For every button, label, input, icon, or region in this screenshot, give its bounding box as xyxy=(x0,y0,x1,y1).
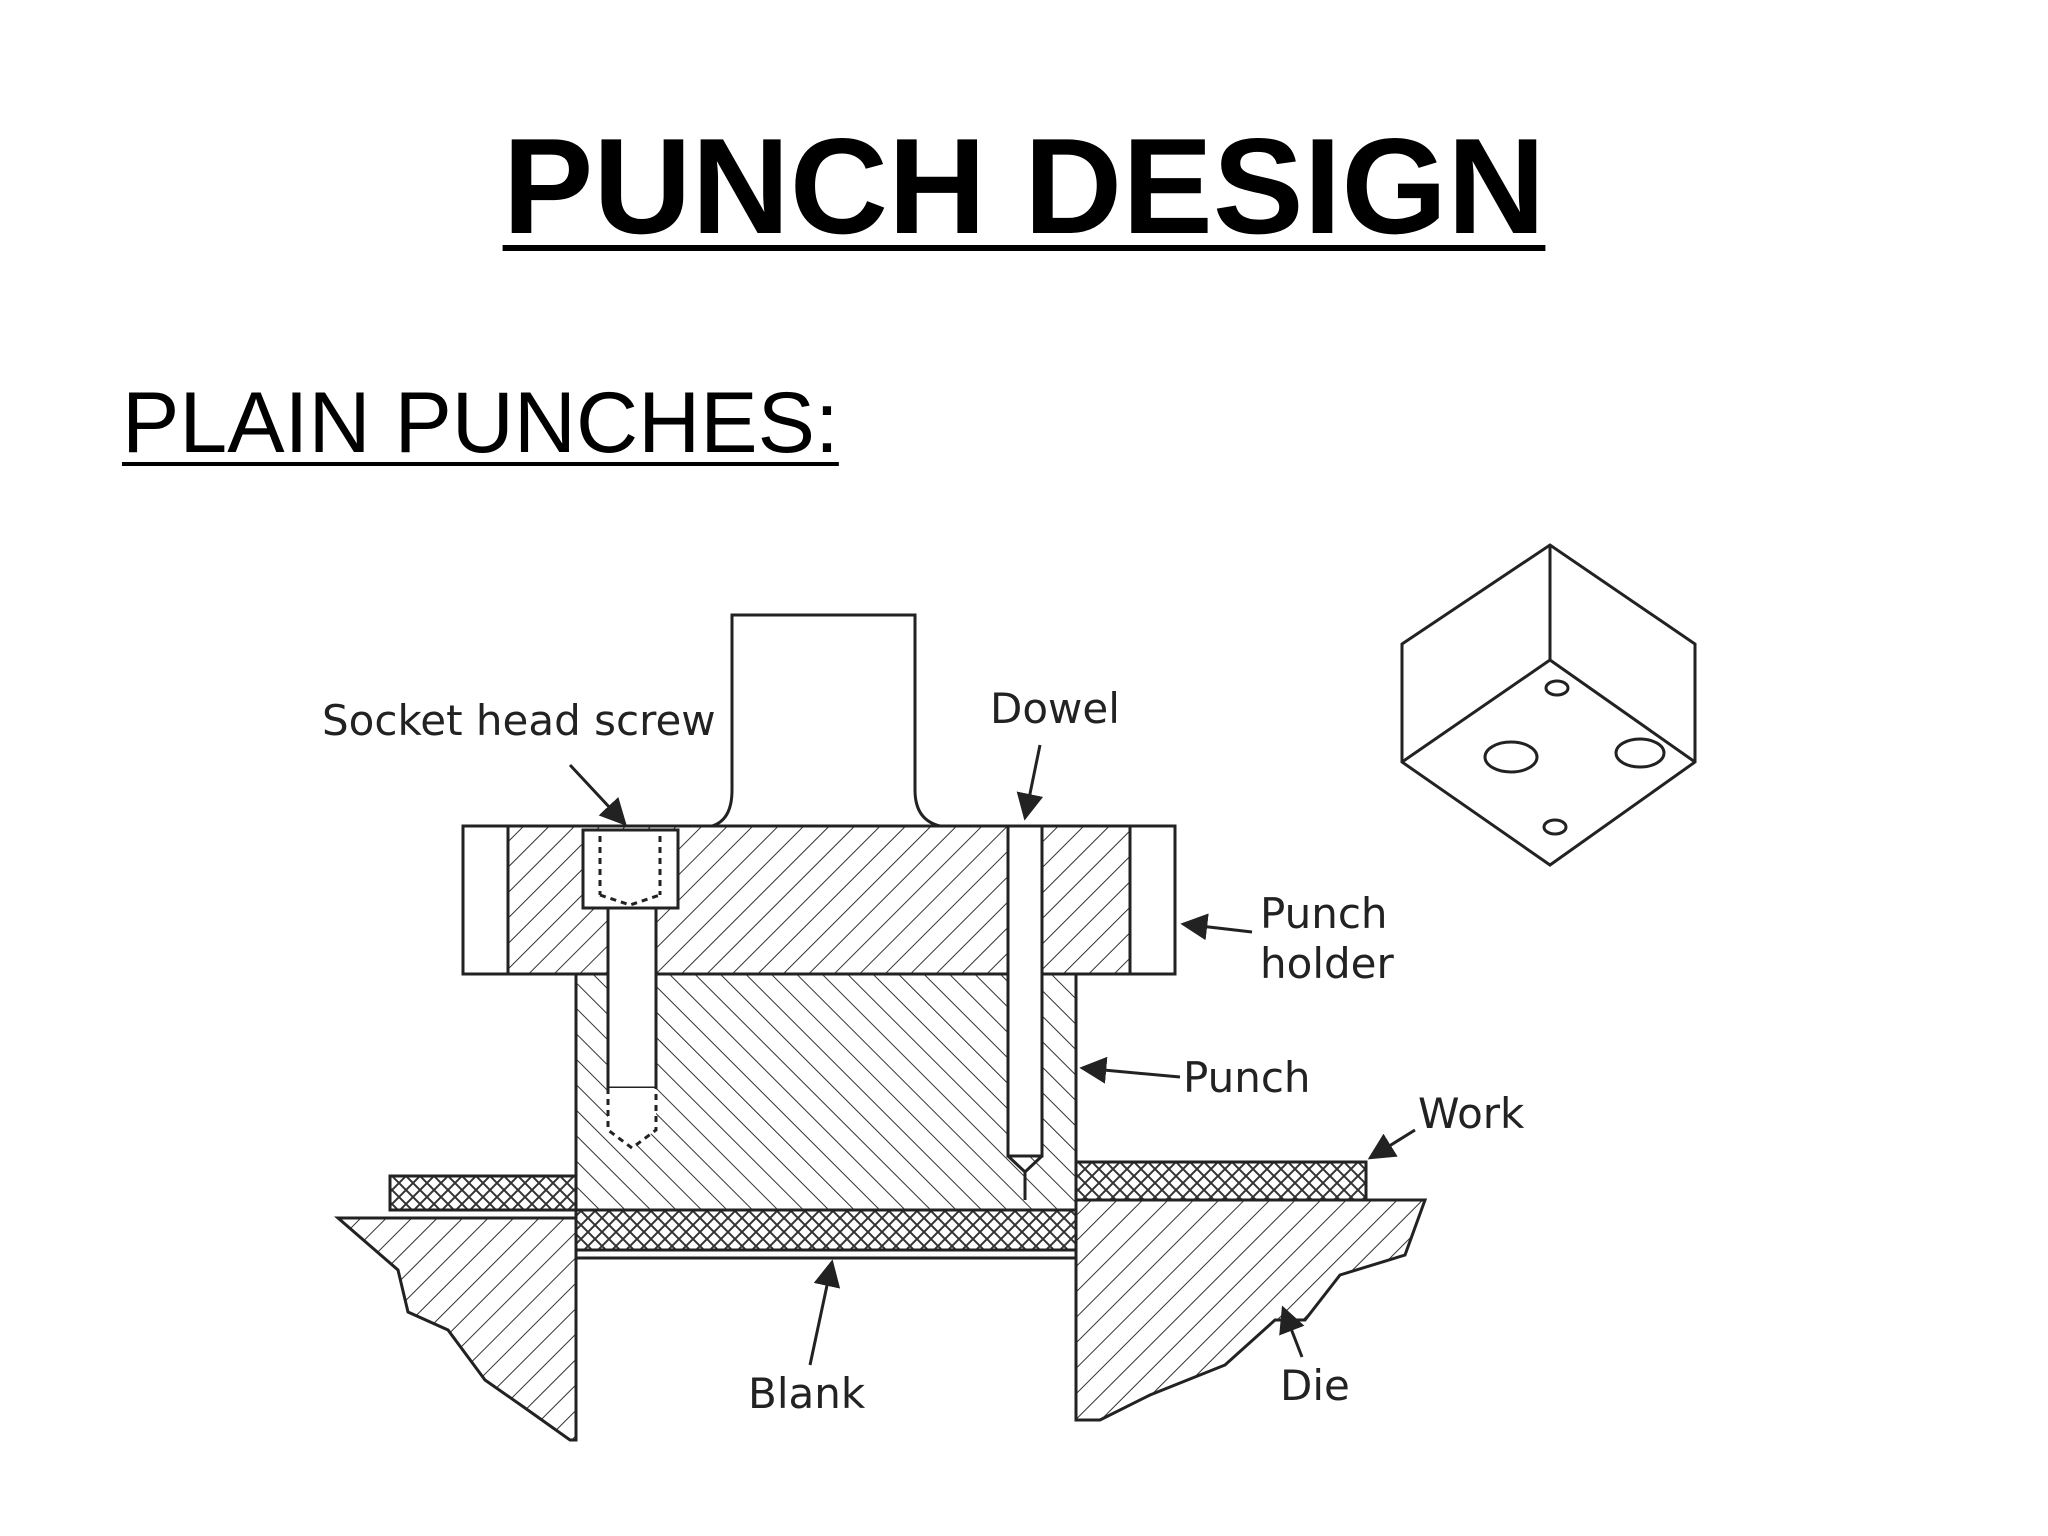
arrow-socket-head-screw xyxy=(568,763,627,826)
screw-shank xyxy=(606,906,658,1090)
slide-subtitle: PLAIN PUNCHES: xyxy=(122,375,839,471)
arrow-work xyxy=(1367,1128,1416,1160)
screw-head xyxy=(581,828,680,910)
label-die: Die xyxy=(1280,1361,1350,1410)
work-right xyxy=(1074,1160,1368,1202)
work-left xyxy=(388,1174,578,1212)
label-socket-head-screw: Socket head screw xyxy=(322,696,716,745)
arrow-punch-holder xyxy=(1180,913,1253,941)
holder-end-left xyxy=(461,824,510,976)
label-punch-holder-line1: Punch xyxy=(1260,889,1388,938)
die-right xyxy=(1074,1198,1428,1422)
diagram-shapes xyxy=(333,543,1697,1442)
arrow-punch xyxy=(1079,1056,1181,1084)
arrow-dowel xyxy=(1016,744,1044,821)
dowel-pin xyxy=(1006,824,1044,1158)
isometric-punch-block xyxy=(1400,543,1697,867)
label-punch: Punch xyxy=(1183,1053,1311,1102)
label-blank: Blank xyxy=(748,1369,866,1418)
holder-end-right xyxy=(1128,824,1177,976)
punch-holder xyxy=(461,824,1177,976)
slide-title: PUNCH DESIGN xyxy=(502,110,1546,262)
blank xyxy=(574,1208,1078,1252)
label-dowel: Dowel xyxy=(990,684,1120,733)
diagram-labels: Socket head screw Dowel Punch holder Pun… xyxy=(322,684,1525,1418)
label-work: Work xyxy=(1418,1089,1525,1138)
label-punch-holder-line2: holder xyxy=(1260,939,1394,988)
die-left xyxy=(333,1216,578,1442)
arrow-blank xyxy=(808,1259,841,1366)
arrow-die xyxy=(1279,1305,1305,1358)
punch-shank xyxy=(711,613,941,828)
